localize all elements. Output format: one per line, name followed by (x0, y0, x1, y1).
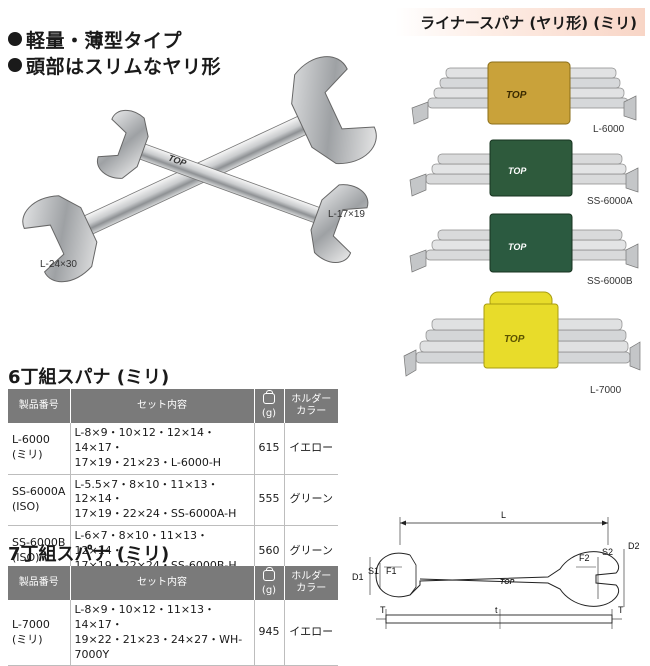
dim-F2: F2 (579, 553, 590, 563)
set-photo-l7000: TOP (403, 291, 641, 377)
holder-l6000 (487, 61, 571, 125)
holder-brand: TOP (508, 166, 527, 176)
table-row: L-7000 (ミリ) L-8×9・10×12・11×13・14×17・ 19×… (8, 600, 338, 666)
col-model: 製品番号 (8, 566, 71, 600)
cell-model: SS-6000A (ISO) (8, 474, 71, 527)
holder-l7000 (483, 303, 559, 369)
weight-icon (263, 566, 275, 581)
holder-ss6000a (489, 139, 573, 197)
table7-title: 7丁組スパナ (ミリ) (8, 544, 170, 565)
cell-content: L-8×9・10×12・12×14・14×17・ 17×19・21×23・L-6… (70, 423, 255, 475)
small-wrench-label: L-17×19 (328, 209, 365, 220)
small-wrench (96, 109, 369, 264)
feature-item: 頭部はスリムなヤリ形 (8, 52, 221, 79)
col-model: 製品番号 (8, 389, 71, 423)
col-weight: (g) (254, 389, 285, 423)
table-header-row: 製品番号 セット内容 (g) ホルダー カラー (8, 566, 338, 600)
table7: 製品番号 セット内容 (g) ホルダー カラー L-7000 (ミリ) L-8×… (8, 566, 338, 666)
cell-weight: 945 (254, 600, 285, 666)
col-content: セット内容 (70, 566, 255, 600)
dim-S2: S2 (602, 547, 613, 557)
large-wrench-label: L-24×30 (40, 259, 77, 270)
wrench-photo: TOP (22, 56, 377, 283)
dim-D2: D2 (628, 541, 640, 551)
set-label-ss6000b: SS-6000B (587, 276, 633, 287)
cell-holder: イエロー (284, 600, 338, 666)
set-label-l7000: L-7000 (590, 385, 622, 396)
table-row: L-6000 (ミリ) L-8×9・10×12・12×14・14×17・ 17×… (8, 423, 338, 475)
bullet-icon (8, 58, 22, 72)
dim-F1: F1 (386, 566, 397, 576)
dim-S1: S1 (368, 566, 379, 576)
col-weight: (g) (254, 566, 285, 600)
table-header-row: 製品番号 セット内容 (g) ホルダー カラー (8, 389, 338, 423)
cell-weight: 555 (254, 474, 285, 527)
weight-icon (263, 389, 275, 404)
set-label-ss6000a: SS-6000A (587, 196, 633, 207)
table6-title: 6丁組スパナ (ミリ) (8, 367, 170, 388)
header-band: ライナースパナ (ヤリ形) (ミリ) (395, 8, 645, 36)
dim-T-right: T (618, 605, 624, 615)
cell-weight: 615 (254, 423, 285, 475)
holder-brand: TOP (504, 334, 525, 345)
col-holder: ホルダー カラー (284, 566, 338, 600)
set-photo-ss6000b: TOP (409, 213, 639, 273)
bullet-icon (8, 32, 22, 46)
cell-model: L-7000 (ミリ) (8, 600, 71, 666)
col-holder: ホルダー カラー (284, 389, 338, 423)
cell-holder: グリーン (284, 474, 338, 527)
dim-D1: D1 (352, 572, 364, 582)
set-photo-ss6000a: TOP (409, 139, 639, 197)
cell-holder: イエロー (284, 423, 338, 475)
holder-brand: TOP (508, 242, 527, 252)
cell-content: L-5.5×7・8×10・11×13・12×14・ 17×19・22×24・SS… (70, 474, 255, 527)
feature-item: 軽量・薄型タイプ (8, 26, 182, 53)
holder-brand: TOP (506, 90, 527, 101)
col-content: セット内容 (70, 389, 255, 423)
cell-content: L-8×9・10×12・11×13・14×17・ 19×22・21×23・24×… (70, 600, 255, 666)
page-title: ライナースパナ (ヤリ形) (ミリ) (420, 14, 637, 32)
dim-T-left: T (380, 605, 386, 615)
diagram-brand: TOP (500, 579, 515, 586)
set-photo-l6000: TOP (411, 61, 637, 125)
set-label-l6000: L-6000 (593, 124, 625, 135)
table-row: SS-6000A (ISO) L-5.5×7・8×10・11×13・12×14・… (8, 474, 338, 527)
dimension-diagram: TOP L D1 S1 F1 F2 S2 D2 T t T (352, 510, 640, 629)
cell-model: L-6000 (ミリ) (8, 423, 71, 475)
dim-L: L (501, 510, 506, 520)
holder-ss6000b (489, 213, 573, 273)
dim-t: t (495, 605, 498, 615)
